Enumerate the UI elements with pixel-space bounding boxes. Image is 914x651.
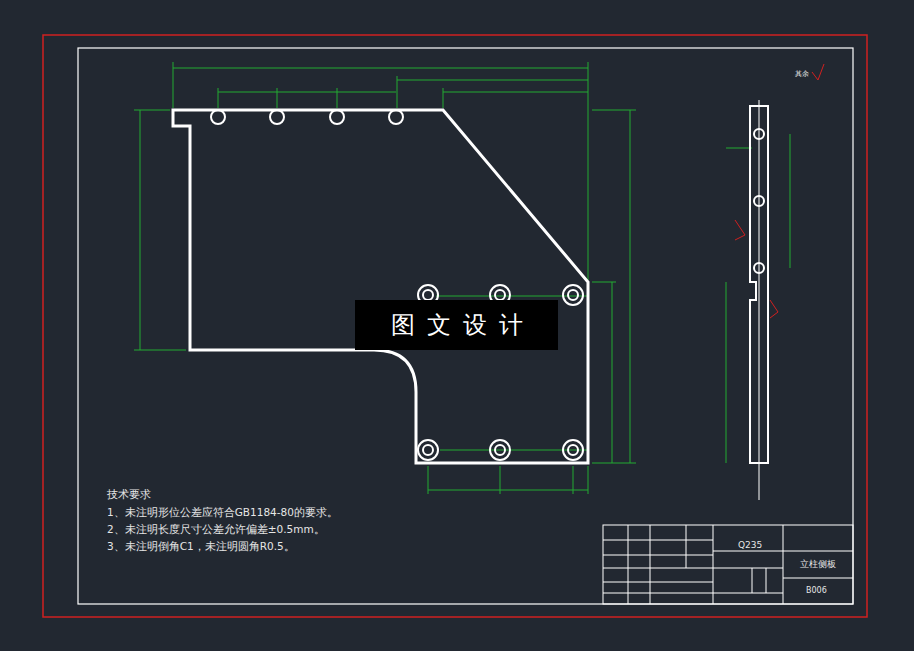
technical-note: 3、未注明倒角C1，未注明圆角R0.5。: [107, 540, 295, 553]
drawing-number: B006: [806, 586, 827, 596]
watermark: 图文设计: [355, 300, 558, 350]
part-name: 立柱侧板: [800, 559, 836, 570]
notes-heading: 技术要求: [107, 488, 151, 501]
technical-note: 2、未注明长度尺寸公差允许偏差±0.5mm。: [107, 523, 325, 536]
technical-note: 1、未注明形位公差应符合GB1184-80的要求。: [107, 506, 338, 519]
material-label: Q235: [738, 540, 762, 551]
roughness-note: 其余: [795, 70, 809, 78]
